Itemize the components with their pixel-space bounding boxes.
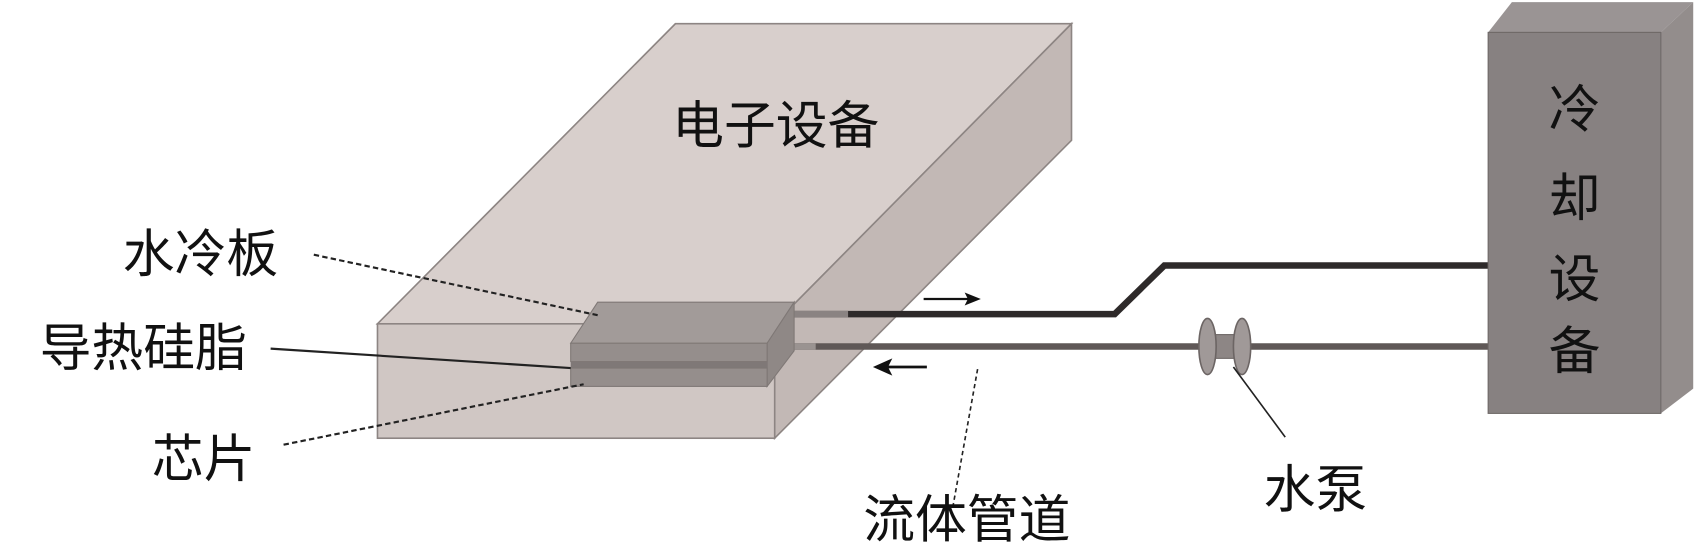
water-pump-label: 水泵 [1264,460,1368,520]
thermal-grease-label: 导热硅脂 [40,319,247,379]
water-pump-icon [1198,317,1252,376]
leader-lines [270,253,1286,508]
flow-out-arrow [923,292,981,306]
cooling-device-label-char: 备 [1549,322,1601,382]
chip-label: 芯片 [152,430,256,490]
cold-plate-stack [569,300,796,389]
water-cold-plate-label: 水冷板 [123,225,278,285]
thermal-grease-layer [570,361,768,369]
water-cold-plate [570,342,768,363]
chip [570,367,768,387]
cooling-device-label-char: 设 [1549,250,1601,310]
flow-in-arrow [872,358,927,376]
cooling-device-label-char: 冷 [1549,80,1601,140]
electronic-device-label: 电子设备 [672,97,879,157]
cooling-device-block [1487,2,1694,414]
outlet-pipe [794,262,1489,318]
fluid-pipe-label: 流体管道 [863,491,1070,544]
cooling-device-label-char: 却 [1549,169,1601,229]
